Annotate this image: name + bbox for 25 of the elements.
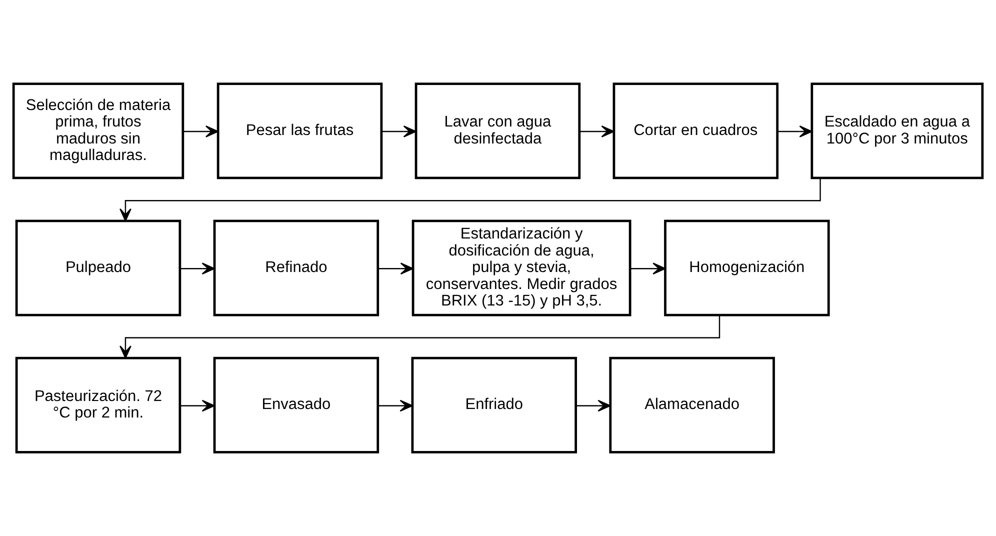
arrow xyxy=(183,126,218,138)
node-box: Alamacenado xyxy=(609,356,775,454)
node-box: Escaldado en agua a 100°C por 3 minutos xyxy=(810,82,984,180)
arrow xyxy=(630,262,666,275)
node-box: Pesar las frutas xyxy=(216,82,383,180)
node-box: Homogenización xyxy=(664,220,830,316)
arrow xyxy=(378,262,414,275)
arrow xyxy=(778,126,812,138)
arrow xyxy=(580,126,614,138)
arrow xyxy=(120,315,720,359)
arrow xyxy=(180,262,215,275)
node-box: Lavar con agua desinfectada xyxy=(414,82,581,180)
arrow xyxy=(120,178,821,222)
arrow xyxy=(382,126,416,138)
arrow xyxy=(378,400,413,412)
node-box: Selección de materia prima, frutos maduros sin magulladuras. xyxy=(12,82,184,180)
node-box: Envasado xyxy=(213,356,380,454)
node-box: Estandarización y dosificación de agua, pulpa y stevia, conservantes. Medir grados BRIX (13 -15) y pH 3,5. xyxy=(412,220,632,316)
node-box: Pulpeado xyxy=(15,220,182,316)
arrow xyxy=(576,400,611,412)
arrow xyxy=(180,400,215,412)
node-box: Cortar en cuadros xyxy=(612,82,779,180)
node-box: Refinado xyxy=(213,220,380,316)
node-box: Enfriado xyxy=(411,356,577,454)
node-box: Pasteurización. 72 °C por 2 min. xyxy=(15,356,182,454)
